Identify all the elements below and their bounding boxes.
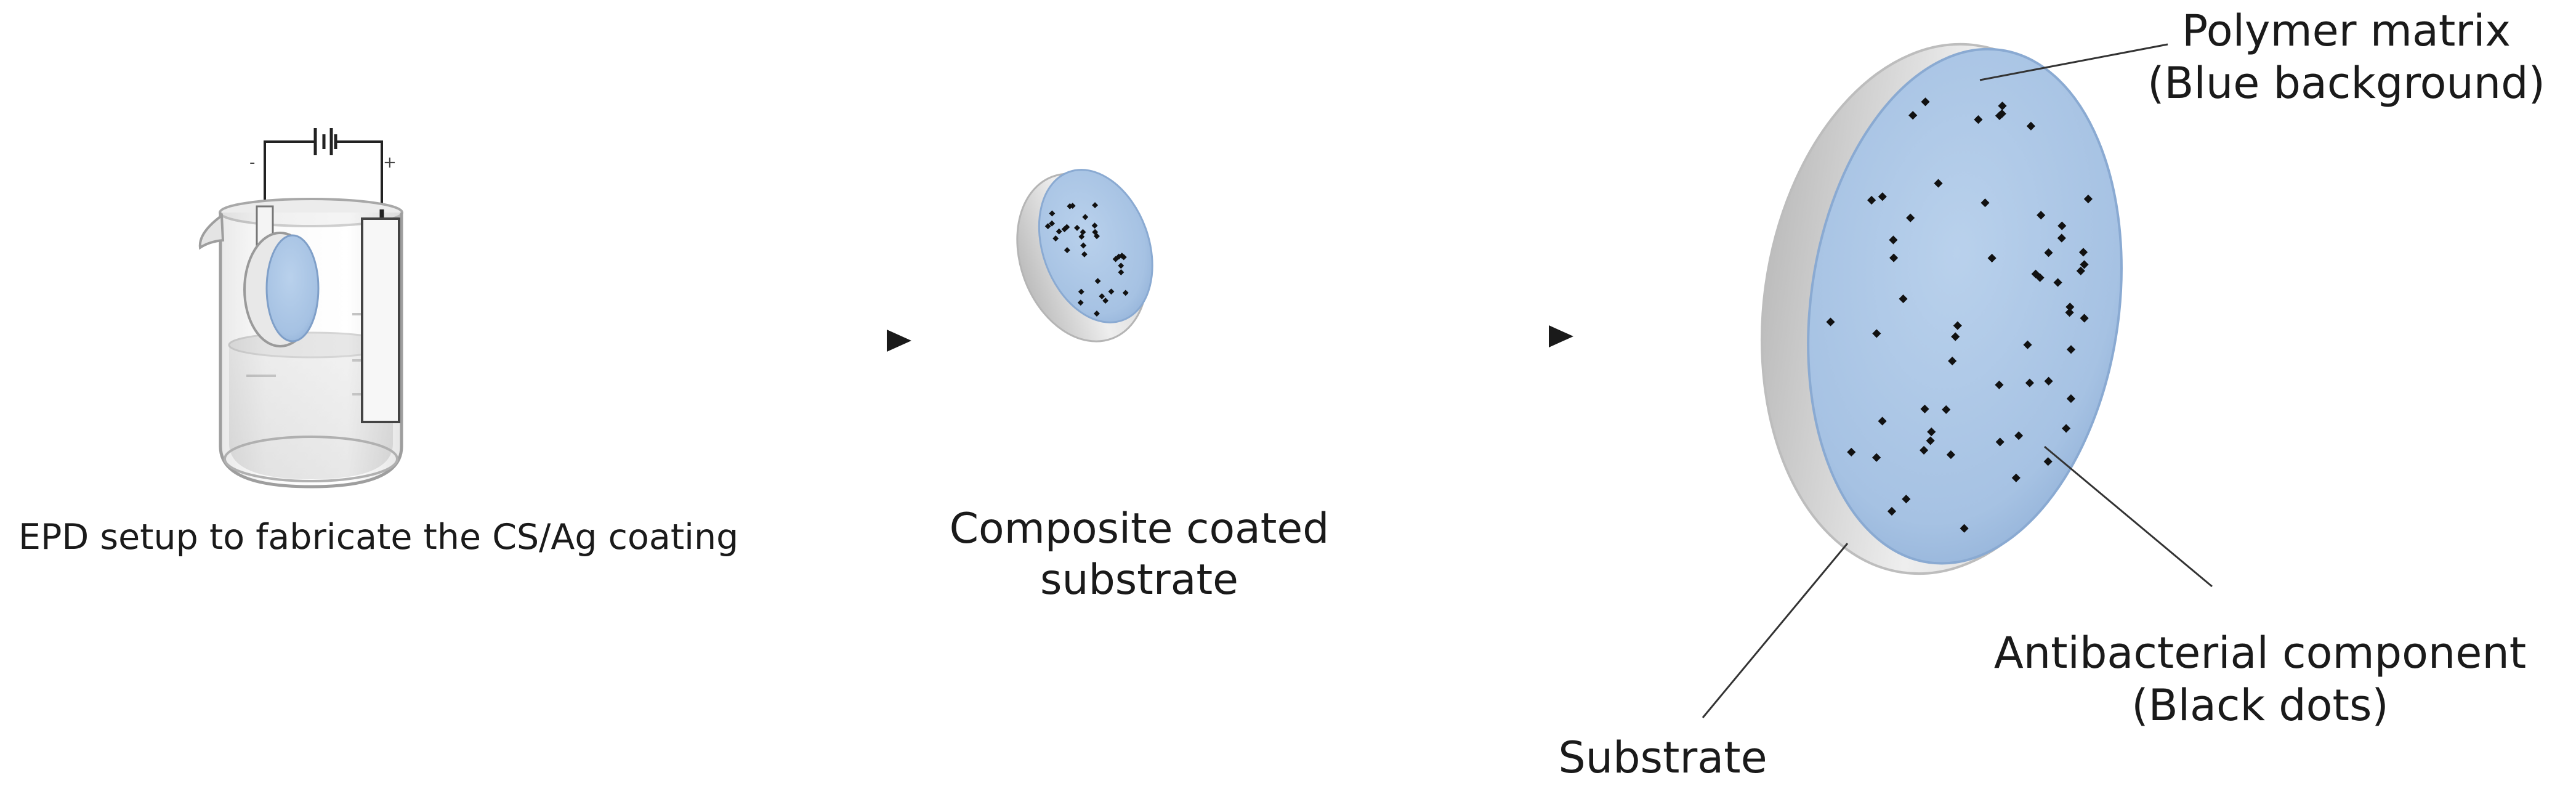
antibacterial-dot xyxy=(1094,310,1100,317)
antibacterial-dot xyxy=(1092,202,1099,209)
antibacterial-dot xyxy=(1056,228,1062,235)
composite-coated-substrate-label: Composite coated substrate xyxy=(911,504,1367,606)
composite-coated-substrate xyxy=(1016,169,1153,343)
antibacterial-dot xyxy=(1074,224,1080,231)
polymer-label-line2: (Blue background) xyxy=(2147,58,2545,109)
antibacterial-dot xyxy=(1052,235,1059,242)
large-coated-substrate xyxy=(1760,43,2123,575)
antibacterial-dot xyxy=(1099,293,1105,299)
leader-line-substrate xyxy=(1702,543,1849,718)
antibacterial-dot xyxy=(1118,262,1124,269)
antibacterial-label-line1: Antibacterial component xyxy=(1993,628,2527,678)
substrate-label: Substrate xyxy=(1540,732,1786,784)
antibacterial-dot xyxy=(1080,242,1087,249)
antibacterial-dot xyxy=(1064,247,1070,254)
antibacterial-dot xyxy=(1091,222,1098,229)
antibacterial-dot xyxy=(1080,229,1086,235)
antibacterial-dot xyxy=(1102,298,1109,304)
leader-line-antibacterial xyxy=(2044,445,2213,588)
arrow-right-icon xyxy=(533,330,911,352)
epd-setup-label: EPD setup to fabricate the CS/Ag coating xyxy=(18,516,745,559)
battery-icon xyxy=(264,128,383,209)
antibacterial-dot xyxy=(1081,251,1088,258)
antibacterial-dot xyxy=(1094,233,1100,240)
antibacterial-dot xyxy=(1069,203,1076,209)
working-electrode xyxy=(243,205,320,347)
antibacterial-dot xyxy=(1077,299,1084,306)
antibacterial-dots-small xyxy=(1044,202,1129,317)
antibacterial-dot xyxy=(1049,210,1056,217)
antibacterial-dot xyxy=(1082,214,1089,221)
composite-label-line1: Composite coated xyxy=(949,505,1330,553)
counter-electrode xyxy=(361,209,400,423)
arrow-right-icon xyxy=(1256,325,1573,347)
antibacterial-dot xyxy=(1061,226,1068,232)
polymer-label-line1: Polymer matrix xyxy=(2182,6,2511,56)
antibacterial-label-line2: (Black dots) xyxy=(2131,680,2389,731)
antibacterial-component-label: Antibacterial component (Black dots) xyxy=(1971,627,2550,732)
negative-sign: - xyxy=(249,153,255,172)
composite-label-line2: substrate xyxy=(1040,555,1238,604)
antibacterial-dot xyxy=(1078,233,1085,240)
positive-sign: + xyxy=(383,153,397,172)
antibacterial-dot xyxy=(1118,269,1124,275)
polymer-matrix-label: Polymer matrix (Blue background) xyxy=(2118,5,2574,110)
antibacterial-dot xyxy=(1094,278,1101,285)
antibacterial-dot xyxy=(1049,220,1056,227)
antibacterial-dot xyxy=(1044,223,1051,230)
antibacterial-dot xyxy=(1078,288,1084,295)
leader-line-polymer xyxy=(1979,43,2168,81)
epd-setup: - + xyxy=(198,128,403,489)
epd-setup-label-text: EPD setup to fabricate the CS/Ag coating xyxy=(18,517,739,558)
antibacterial-dot xyxy=(1115,253,1122,260)
antibacterial-dot xyxy=(1122,290,1129,296)
substrate-label-text: Substrate xyxy=(1558,732,1767,783)
antibacterial-dot xyxy=(1108,288,1115,295)
